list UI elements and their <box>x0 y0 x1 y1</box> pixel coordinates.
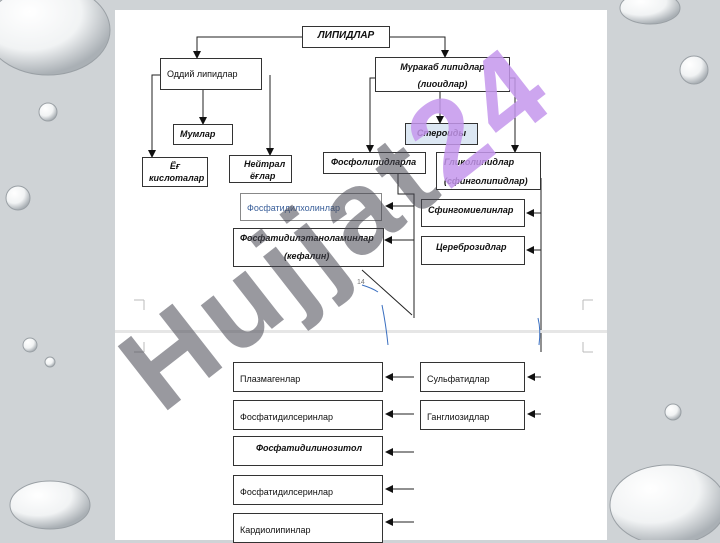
node-glycolipids: Гликолипидлар (сфинголипидлар) <box>436 152 541 190</box>
page-number: 14 <box>357 279 365 286</box>
node-neutral-fats: Нейтрал ёғлар <box>229 155 292 183</box>
node-phosphatidylserines-1: Фосфатидилсеринлар <box>233 400 383 430</box>
node-phosphatidylserines-2: Фосфатидилсеринлар <box>233 475 383 505</box>
node-simple-lipids: Оддий липидлар <box>160 58 262 90</box>
node-cardiolipins: Кардиолипинлар <box>233 513 383 543</box>
node-sulfatides: Сульфатидлар <box>420 362 525 392</box>
node-phospholipids: Фосфолипидларла <box>323 152 426 174</box>
node-phosphatidylinositol: Фосфатидилинозитол <box>233 436 383 466</box>
node-sphingomyelins: Сфингомиелинлар <box>421 199 525 227</box>
node-gangliosides: Ганглиозидлар <box>420 400 525 430</box>
node-phosphatidylethanolamines: Фосфатидилэтаноламинлар (кефалин) <box>233 228 384 267</box>
node-complex-lipids: Муракаб липидлар (лиоидлар) <box>375 57 510 92</box>
node-plasmalogens: Плазмагенлар <box>233 362 383 392</box>
node-phosphatidylcholines: Фосфатидилхолинлар <box>240 193 382 221</box>
node-lipids: ЛИПИДЛАР <box>302 26 390 48</box>
node-waxes: Мумлар <box>173 124 233 145</box>
node-fatty-acids: Ёғ кислоталар <box>142 157 208 187</box>
node-cerebrosides: Цереброзидлар <box>421 236 525 265</box>
node-steroids: Стероиды <box>405 123 478 145</box>
